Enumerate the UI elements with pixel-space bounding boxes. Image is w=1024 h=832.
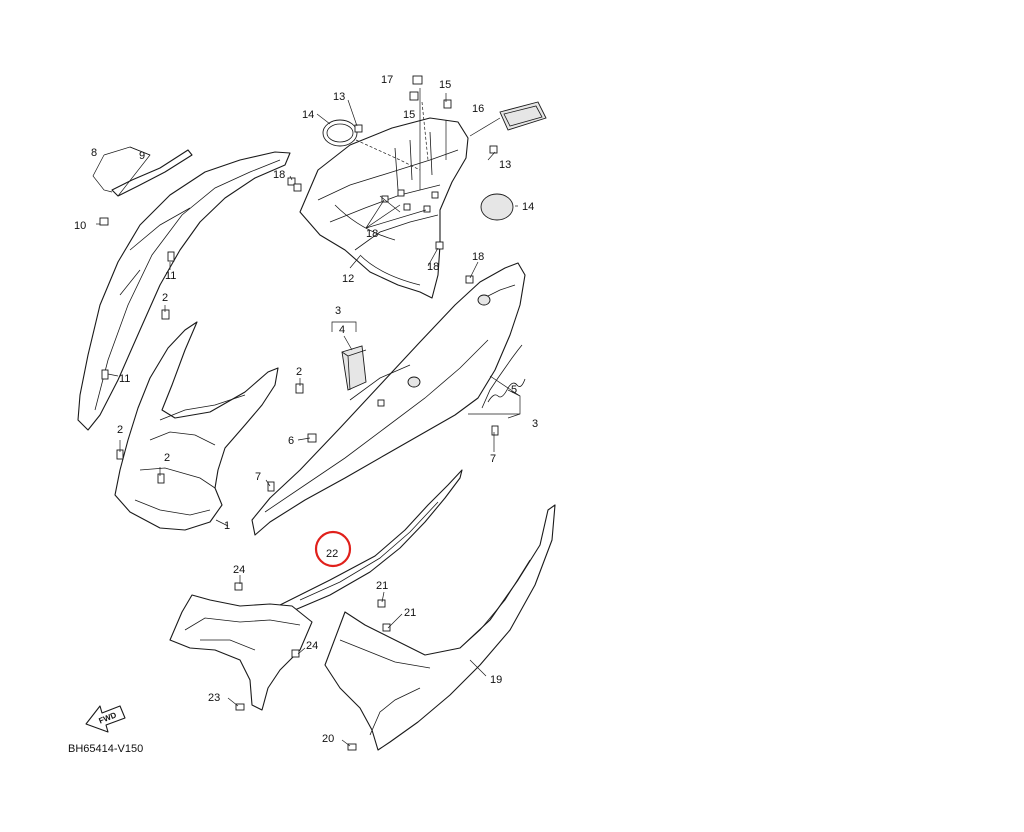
- callout-16: 16: [472, 103, 484, 115]
- callout-18: 18: [273, 169, 285, 181]
- callout-7: 7: [490, 453, 496, 465]
- callout-15: 15: [439, 79, 451, 91]
- callout-23: 23: [208, 692, 220, 704]
- lower-bracket-panel: [169, 594, 313, 711]
- callout-24: 24: [306, 640, 318, 652]
- callout-22: 22: [326, 548, 338, 560]
- part-14-right-cap: [480, 193, 514, 221]
- callout-2: 2: [117, 424, 123, 436]
- callout-20: 20: [322, 733, 334, 745]
- fwd-arrow-icon: FWD: [85, 705, 126, 733]
- part-16-reflector: [469, 101, 547, 137]
- callout-8: 8: [91, 147, 97, 159]
- callout-4: 4: [339, 324, 345, 336]
- callout-7: 7: [255, 471, 261, 483]
- part-8-left-upper-cover: [77, 151, 291, 431]
- callout-3: 3: [335, 305, 341, 317]
- callout-17: 17: [381, 74, 393, 86]
- part-5-side-cover: [251, 262, 526, 536]
- callout-11: 11: [119, 373, 130, 385]
- callout-18: 18: [366, 228, 378, 240]
- callout-18: 18: [427, 261, 439, 273]
- highlight-circle-22: [314, 530, 352, 568]
- callout-5: 5: [511, 384, 517, 396]
- callout-14: 14: [302, 109, 314, 121]
- diagram-code: BH65414-V150: [68, 743, 143, 755]
- part-9-trim-strip: [111, 149, 193, 197]
- callout-2: 2: [296, 366, 302, 378]
- callout-1: 1: [224, 520, 230, 532]
- callout-12: 12: [342, 273, 354, 285]
- part-22-trim-strip: [279, 469, 463, 613]
- callout-19: 19: [490, 674, 502, 686]
- callout-13: 13: [333, 91, 345, 103]
- part-14-left-cap: [322, 119, 358, 147]
- callout-6: 6: [288, 435, 294, 447]
- callout-9: 9: [139, 150, 145, 162]
- callout-11: 11: [165, 270, 176, 282]
- part-19-lower-side-panel: [324, 504, 556, 751]
- leader-lines: [92, 88, 521, 747]
- callout-14: 14: [522, 201, 534, 213]
- callout-labels: 1 2 2 2 2 3 3 4 5 6 7 7 8 9 10 11 11 12 …: [74, 74, 538, 745]
- callout-10: 10: [74, 220, 86, 232]
- part-1-front-panel: [114, 321, 279, 531]
- callout-2: 2: [162, 292, 168, 304]
- hardware-screws: [99, 75, 499, 751]
- part-4-rubber-block: [341, 345, 367, 391]
- callout-21: 21: [404, 607, 416, 619]
- callout-21: 21: [376, 580, 388, 592]
- callout-18: 18: [472, 251, 484, 263]
- callout-24: 24: [233, 564, 245, 576]
- callout-3: 3: [532, 418, 538, 430]
- callout-2: 2: [164, 452, 170, 464]
- part-12-inner-cover: [299, 117, 469, 299]
- callout-13: 13: [499, 159, 511, 171]
- callout-15: 15: [403, 109, 415, 121]
